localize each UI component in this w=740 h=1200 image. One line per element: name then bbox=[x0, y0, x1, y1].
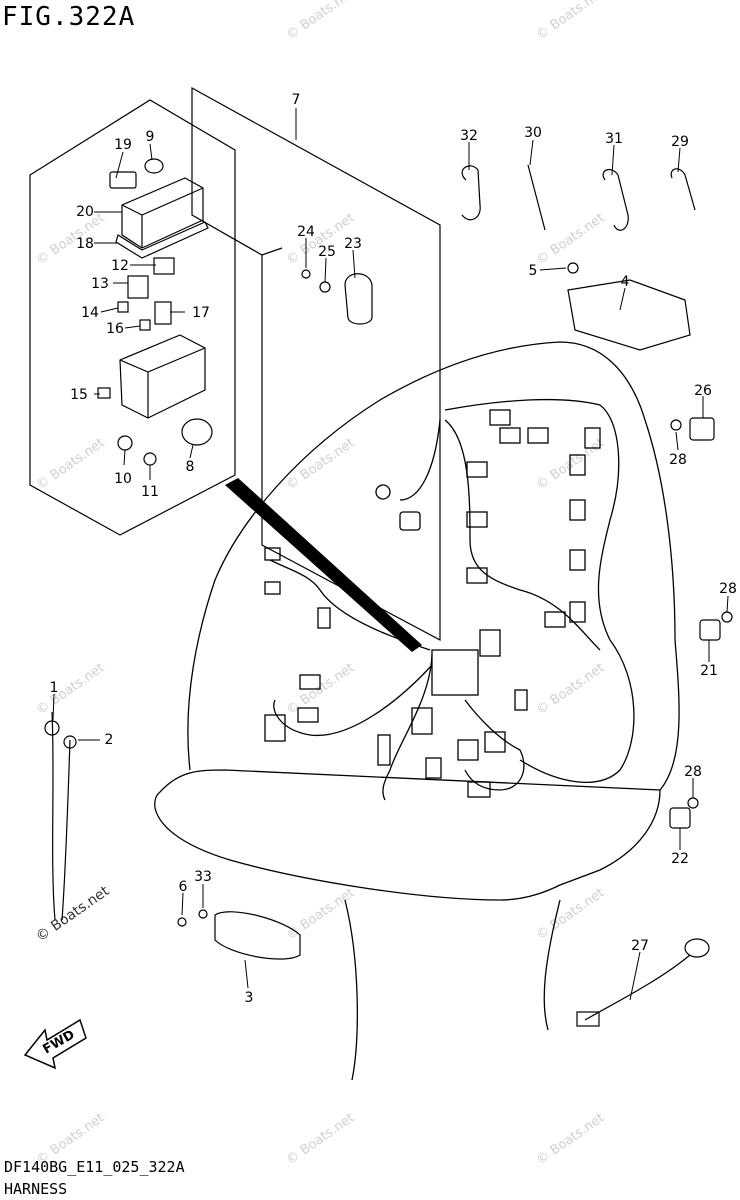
pointer-arrow bbox=[225, 478, 422, 652]
fwd-arrow: FWD bbox=[23, 1018, 87, 1070]
callout-19: 19 bbox=[114, 137, 132, 153]
fuse-box-parts bbox=[97, 158, 213, 466]
callout-8: 8 bbox=[186, 459, 195, 475]
watermark: © Boats.net bbox=[534, 0, 608, 43]
callout-6: 6 bbox=[179, 879, 188, 895]
callout-5: 5 bbox=[529, 263, 538, 279]
callout-9: 9 bbox=[146, 129, 155, 145]
callout-28b: 28 bbox=[719, 581, 737, 597]
watermark: © Boats.net bbox=[34, 435, 108, 493]
callout-17: 17 bbox=[192, 305, 210, 321]
callout-27: 27 bbox=[631, 938, 649, 954]
callout-33: 33 bbox=[194, 869, 212, 885]
callout-28a: 28 bbox=[669, 452, 687, 468]
callout-29: 29 bbox=[671, 134, 689, 150]
callout-28c: 28 bbox=[684, 764, 702, 780]
leader-lines bbox=[52, 108, 729, 1001]
watermark: © Boats.net bbox=[34, 660, 108, 718]
callout-11: 11 bbox=[141, 484, 159, 500]
callouts: 1 2 3 4 5 6 7 8 9 10 11 12 13 14 15 16 1… bbox=[50, 92, 737, 1006]
watermark: © Boats.net bbox=[534, 660, 608, 718]
engine-cover bbox=[154, 341, 680, 1081]
drawing-name: HARNESS bbox=[4, 1180, 68, 1198]
callout-30: 30 bbox=[524, 125, 542, 141]
watermark: © Boats.net bbox=[534, 1110, 608, 1168]
callout-24: 24 bbox=[297, 224, 315, 240]
callout-2: 2 bbox=[105, 732, 114, 748]
watermark: © Boats.net bbox=[284, 885, 358, 943]
watermark-dark: © Boats.net bbox=[33, 883, 113, 945]
main-harness bbox=[264, 398, 635, 801]
watermark: © Boats.net bbox=[284, 0, 358, 43]
callout-25: 25 bbox=[318, 244, 336, 260]
callout-12: 12 bbox=[111, 258, 129, 274]
callout-10: 10 bbox=[114, 471, 132, 487]
figure-title: FIG.322A bbox=[2, 2, 136, 32]
callout-13: 13 bbox=[91, 276, 109, 292]
callout-21: 21 bbox=[700, 663, 718, 679]
watermark: © Boats.net bbox=[284, 1110, 358, 1168]
loose-parts bbox=[44, 164, 733, 1027]
callout-20: 20 bbox=[76, 204, 94, 220]
callout-15: 15 bbox=[70, 387, 88, 403]
callout-18: 18 bbox=[76, 236, 94, 252]
callout-1: 1 bbox=[50, 680, 59, 696]
callout-7: 7 bbox=[292, 92, 301, 108]
watermark: © Boats.net bbox=[34, 210, 108, 268]
callout-4: 4 bbox=[621, 274, 630, 290]
detail-boxes bbox=[29, 86, 441, 642]
watermarks: © Boats.net © Boats.net © Boats.net © Bo… bbox=[33, 0, 607, 1168]
drawing-code: DF140BG_E11_025_322A bbox=[4, 1158, 185, 1176]
callout-3: 3 bbox=[245, 990, 254, 1006]
callout-14: 14 bbox=[81, 305, 99, 321]
watermark: © Boats.net bbox=[534, 210, 608, 268]
callout-32: 32 bbox=[460, 128, 478, 144]
callout-26: 26 bbox=[694, 383, 712, 399]
callout-16: 16 bbox=[106, 321, 124, 337]
callout-23: 23 bbox=[344, 236, 362, 252]
callout-31: 31 bbox=[605, 131, 623, 147]
watermark: © Boats.net bbox=[534, 885, 608, 943]
callout-22: 22 bbox=[671, 851, 689, 867]
